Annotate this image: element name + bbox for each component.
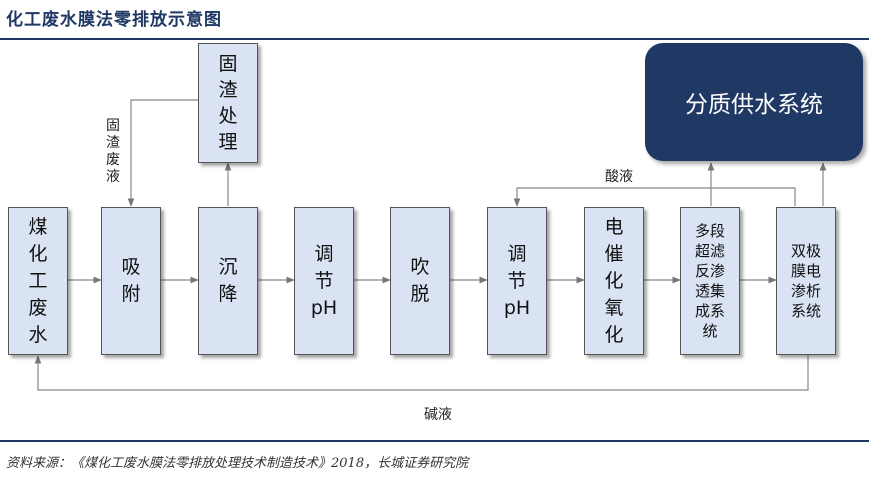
label-solid-waste: 固渣废液 [106, 118, 120, 185]
node-adsorption-label: 吸 附 [121, 256, 141, 305]
node-ph1-label: 调 节 pH [310, 242, 338, 319]
page-title: 化工废水膜法零排放示意图 [6, 10, 222, 30]
node-settling-label: 沉 降 [218, 256, 238, 305]
node-ph2-label: 调 节 pH [503, 242, 531, 319]
node-bipolar: 双极 膜电 渗析 系统 [776, 207, 836, 355]
node-settling: 沉 降 [198, 207, 258, 355]
node-bipolar-label: 双极 膜电 渗析 系统 [790, 242, 821, 320]
node-ph1: 调 节 pH [294, 207, 354, 355]
node-oxidation: 电 催 化 氧 化 [584, 207, 644, 355]
arrow-solid-to-adsorption [127, 99, 198, 207]
label-acid: 酸液 [605, 169, 633, 185]
flow-connectors [34, 99, 827, 391]
node-stripping: 吹 脱 [390, 207, 450, 355]
node-wastewater-label: 煤 化 工 废 水 [28, 215, 48, 346]
node-stripping-label: 吹 脱 [410, 256, 430, 305]
label-alkali: 碱液 [424, 407, 452, 423]
arrow-acid-loop [513, 187, 796, 207]
node-membrane-label: 多段 超滤 反渗 透集 成系 统 [694, 222, 725, 340]
source-note: 资料来源：《煤化工废水膜法零排放处理技术制造技术》2018，长城证券研究院 [6, 456, 469, 471]
node-solid-treatment-label: 固 渣 处 理 [218, 53, 238, 153]
node-supply-label: 分质供水系统 [685, 92, 823, 118]
node-ph2: 调 节 pH [487, 207, 547, 355]
top-divider [0, 38, 869, 40]
node-oxidation-label: 电 催 化 氧 化 [604, 215, 624, 346]
arrow-alkali-loop [34, 355, 809, 391]
node-supply: 分质供水系统 [645, 43, 863, 161]
bottom-divider [0, 440, 869, 442]
node-solid-treatment: 固 渣 处 理 [198, 43, 258, 163]
node-membrane: 多段 超滤 反渗 透集 成系 统 [680, 207, 740, 355]
node-wastewater: 煤 化 工 废 水 [8, 207, 68, 355]
node-adsorption: 吸 附 [101, 207, 161, 355]
